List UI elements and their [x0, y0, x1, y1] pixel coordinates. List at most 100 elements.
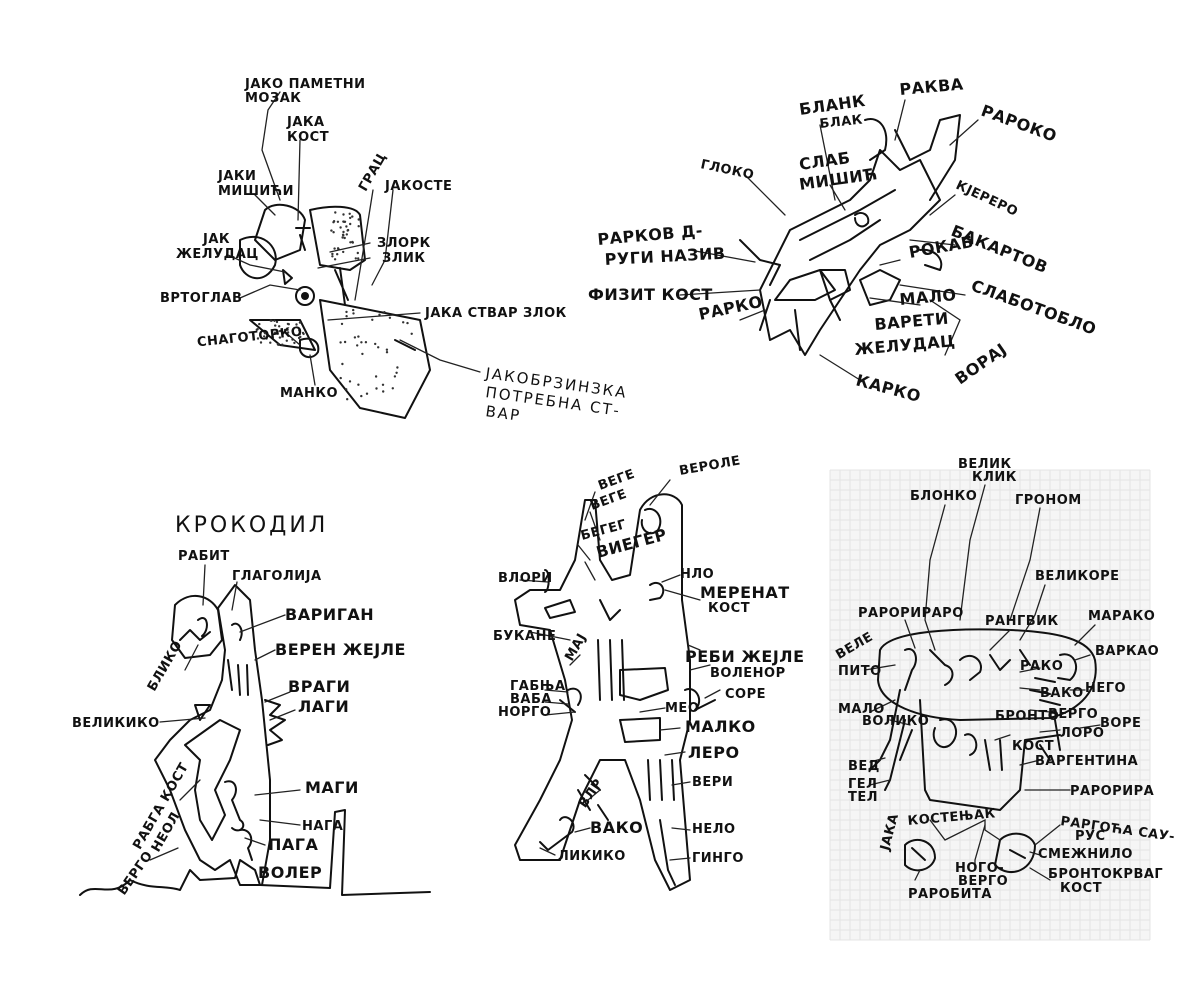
label: ВЕРГО — [115, 848, 156, 898]
label: ЖЕЛУДАЦ — [176, 247, 259, 262]
label: ТЕЛ — [848, 790, 878, 805]
drawing-1-creature — [227, 91, 481, 419]
label: ВЛОРИ — [498, 571, 553, 586]
label: РАБИТ — [178, 549, 230, 564]
label: МАЛО — [838, 702, 885, 717]
label: РАРОКО — [979, 101, 1060, 146]
label: НЕГО — [1085, 681, 1126, 696]
drawing-4-labels: ВЕГЕ ВЕГЕ ВЕРОЛЕ БЕГЕГ ВИЕГЕР ВЛОРИ НЛО … — [493, 453, 805, 866]
drawing-2-labels: ГЛОКО БЛАНК БЛАК РАКВА РАРОКО СЛАБ МИШИЋ… — [588, 74, 1099, 406]
label: ВАР — [484, 402, 522, 425]
label: НАГА — [302, 819, 343, 834]
label: КОСТ — [287, 130, 329, 145]
label: НОРГО — [498, 705, 551, 720]
label: ВЕЛИК — [958, 457, 1012, 472]
label: ЈАКО ПАМЕТНИ — [244, 77, 366, 92]
drawing-5-labels: ВЕЛИК КЛИК БЛОНКО ГРОНОМ ВЕЛИКОРЕ РАРОРИ… — [833, 457, 1176, 902]
label: КЈЕРЕРО — [953, 178, 1020, 220]
label: РАРОБИТА — [908, 887, 992, 902]
label: КОСТ — [708, 601, 750, 616]
label: ГАБЊА — [510, 679, 566, 694]
label: МАЛКО — [685, 717, 756, 736]
drawing-4-creature — [514, 479, 721, 891]
label: ГИНГО — [692, 851, 744, 866]
label: БЛАК — [819, 113, 864, 132]
drawing-5-creature — [864, 484, 1101, 881]
label: РЕБИ ЖЕЈЛЕ — [685, 647, 805, 666]
label: КАРКО — [854, 371, 923, 407]
label: РАНГВИК — [985, 614, 1059, 629]
label: МАНКО — [280, 386, 338, 401]
label: ВОЛЕНОР — [710, 666, 786, 681]
label: ГЛАГОЛИЈА — [232, 569, 322, 584]
label: ЛИКИКО — [558, 849, 626, 864]
drawing-2-creature — [679, 99, 979, 381]
label: ВЕРЕН ЖЕЈЛЕ — [275, 640, 406, 659]
label: ЈАКОСТЕ — [384, 179, 452, 194]
label: РУГИ НАЗИВ — [604, 244, 726, 269]
label: КОСТ — [1012, 739, 1054, 754]
drawing-3-creature — [79, 564, 431, 896]
label: ВЕЛИКОРЕ — [1035, 569, 1120, 584]
label: РАРОРИРАРО — [858, 606, 964, 621]
label: ВОРАЈ — [951, 339, 1010, 388]
label: МЕО — [665, 701, 699, 716]
label: СМЕЖНИЛО — [1038, 847, 1133, 862]
label: СЛАБОТОБЛО — [969, 276, 1099, 339]
title: КРОКОДИЛ — [175, 513, 328, 538]
label: ВРТОГЛАВ — [160, 291, 242, 306]
label: ЛЕРО — [688, 743, 740, 762]
label: ВРАГИ — [288, 677, 350, 696]
label: ВАКО — [590, 818, 643, 837]
label: ГЕЛ — [848, 777, 877, 792]
label: РАРОРИРА — [1070, 784, 1154, 799]
label: ЈАКА — [286, 115, 325, 130]
label: НОГО- — [955, 861, 1004, 876]
label: ВЕРИ — [692, 775, 733, 790]
label: ВАКО — [1040, 686, 1084, 701]
label: МИШИЋИ — [218, 184, 294, 199]
label: ВОЛЕР — [258, 863, 322, 882]
label: ГРОНОМ — [1015, 493, 1082, 508]
label: РАКВА — [899, 74, 965, 99]
label: ВЕРГО — [958, 874, 1008, 889]
drawing-3-labels: КРОКОДИЛ РАБИТ ГЛАГОЛИЈА ВАРИГАН ВЕРЕН Ж… — [72, 513, 406, 898]
label: ВЕЛИКИКО — [72, 716, 160, 731]
label: НЛО — [680, 567, 714, 582]
label: БЛОНКО — [910, 489, 977, 504]
label: РУС — [1075, 829, 1106, 844]
label: ВАРИГАН — [285, 605, 374, 624]
label: ЗЛОРК — [377, 236, 431, 251]
label: МАРАКО — [1088, 609, 1155, 624]
label: ЈАКА СТВАР ЗЛОК — [424, 306, 567, 321]
label: МАЈ — [562, 631, 590, 664]
drawing-1-labels: ЈАКО ПАМЕТНИ МОЗАК ЈАКА КОСТ ЈАКИ МИШИЋИ… — [160, 77, 629, 425]
label: ВАБА — [510, 692, 552, 707]
label: ЖЕЛУДАЦ — [854, 331, 956, 359]
label: МЕРЕНАТ — [700, 583, 790, 602]
label: ПАГА — [268, 835, 318, 854]
label: ВОРЕ — [1100, 716, 1141, 731]
label: РАКО — [1020, 659, 1063, 674]
label: ГЛОКО — [699, 157, 755, 183]
label: ФИЗИТ КОСТ — [588, 285, 713, 304]
label: ВОЛИКО — [862, 714, 929, 729]
label: ЛОРО — [1060, 726, 1104, 741]
label: МОЗАК — [245, 91, 301, 106]
label: ЛАГИ — [298, 697, 349, 716]
label: МАЛО — [899, 285, 958, 309]
label: СОРЕ — [725, 687, 766, 702]
label: ЗЛИК — [382, 251, 426, 266]
label: БРОНТОКРВАГ — [1048, 867, 1163, 882]
label: ВАРЕТИ — [874, 309, 950, 334]
label: ВАРГЕНТИНА — [1035, 754, 1138, 769]
label: ПИТО — [838, 664, 882, 679]
label: БРОНТО — [995, 709, 1059, 724]
label: ЈАК — [202, 232, 230, 247]
label: ВЕД — [848, 759, 880, 774]
label: ВЕРОЛЕ — [678, 453, 742, 479]
label: КОСТ — [1060, 881, 1102, 896]
label: ЈАКИ — [217, 169, 256, 184]
